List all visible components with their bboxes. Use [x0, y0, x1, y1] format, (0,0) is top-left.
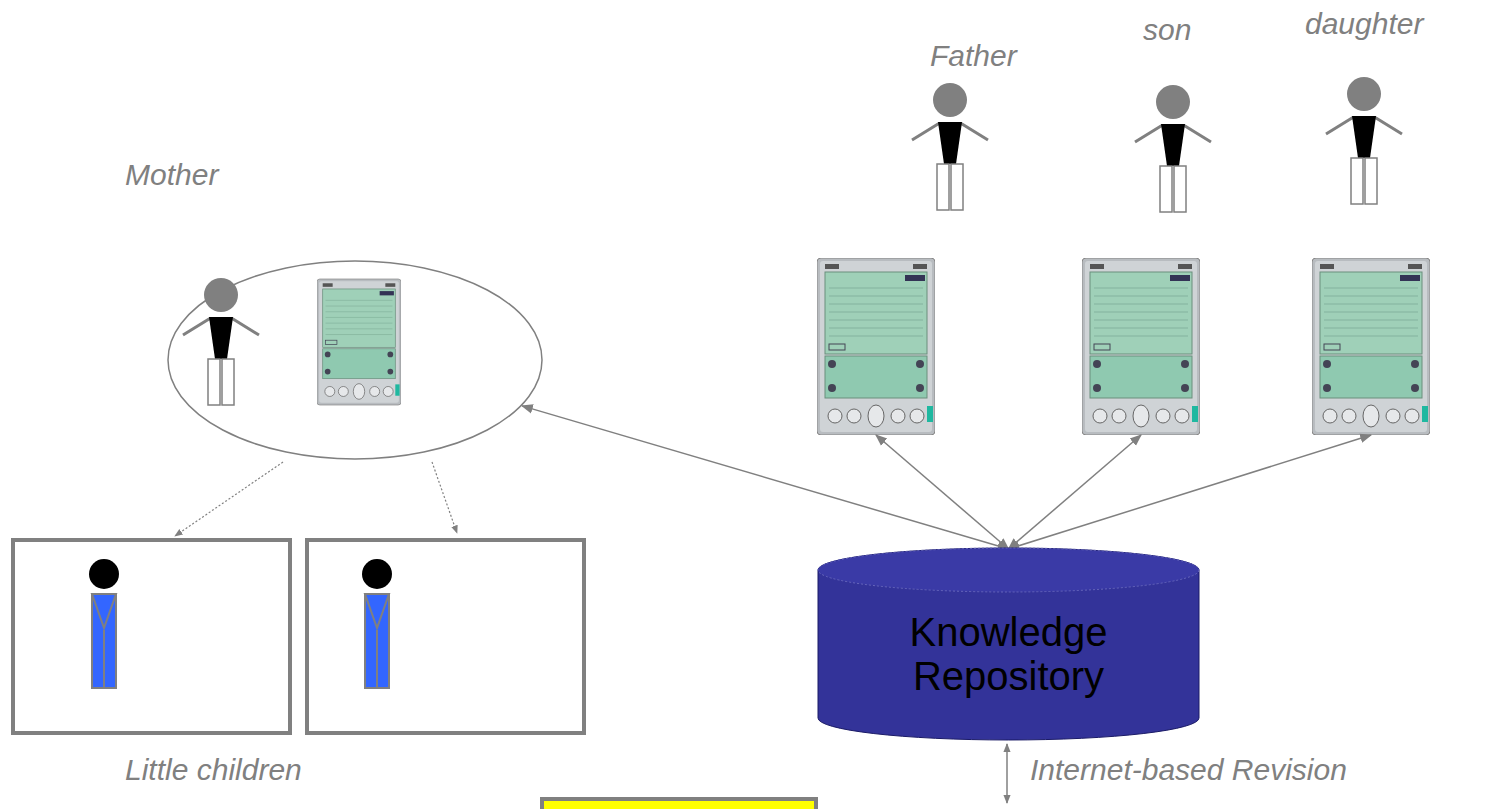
repository-label: Knowledge Repository [859, 610, 1159, 698]
father-column: Father [808, 35, 1058, 435]
daughter-column: daughter [1300, 5, 1500, 435]
group-ellipse [167, 260, 543, 460]
knowledge-repository: Knowledge Repository [817, 548, 1200, 740]
son-column: son [1080, 5, 1205, 435]
caption-label: Internet-based Revision [1030, 753, 1347, 787]
sync-arrow [1009, 435, 1142, 549]
sync-arrow [1009, 435, 1372, 549]
person-label: Father [930, 39, 1017, 73]
person-label: Mother [125, 158, 218, 192]
person-label: daughter [1305, 7, 1423, 41]
sync-arrow [876, 435, 1009, 549]
person-label: son [1143, 13, 1191, 47]
mother-group: Mother [167, 260, 543, 460]
caption-label: Little children [125, 753, 302, 787]
sync-arrow [522, 406, 1008, 549]
